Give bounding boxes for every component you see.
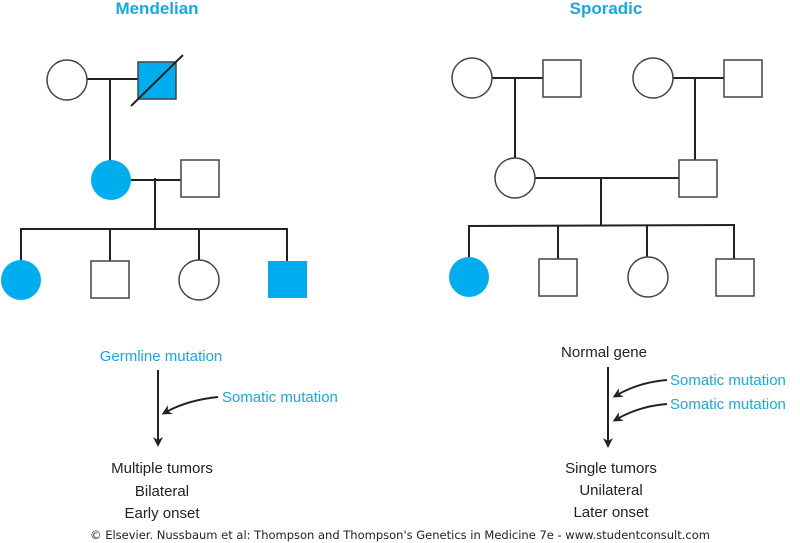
somatic-arrow — [161, 396, 219, 415]
female-unaffected — [451, 57, 493, 99]
copyright-footer: © Elsevier. Nussbaum et al: Thompson and… — [90, 528, 710, 542]
outcome-3: Later onset — [573, 504, 649, 521]
female-affected — [91, 160, 131, 200]
female-unaffected — [632, 57, 674, 99]
outcome-1: Single tumors — [565, 460, 657, 477]
outcome-2: Unilateral — [579, 482, 642, 499]
female-unaffected — [46, 59, 88, 101]
mendelian-title: Mendelian — [115, 0, 198, 18]
female-unaffected — [494, 157, 536, 199]
deceased-slash — [130, 54, 184, 107]
male-unaffected — [90, 260, 130, 299]
male-unaffected — [538, 258, 578, 297]
sporadic-title: Sporadic — [570, 0, 643, 18]
male-unaffected — [715, 258, 755, 297]
somatic-arrow-1 — [612, 379, 668, 398]
somatic-mutation-label-2: Somatic mutation — [670, 396, 786, 413]
male-unaffected — [180, 159, 220, 198]
germline-mutation-label: Germline mutation — [100, 348, 223, 365]
sibship-line — [467, 224, 736, 227]
outcome-2: Bilateral — [135, 483, 189, 500]
somatic-arrow-2 — [612, 403, 668, 422]
male-unaffected — [723, 59, 763, 98]
female-affected — [1, 260, 41, 300]
mendelian-panel: Mendelian Germline mutation Somatic muta… — [1, 0, 338, 522]
male-unaffected — [678, 159, 718, 198]
male-affected — [268, 261, 307, 298]
normal-gene-label: Normal gene — [561, 344, 647, 361]
outcome-3: Early onset — [124, 505, 200, 522]
outcome-1: Multiple tumors — [111, 460, 213, 477]
female-unaffected — [178, 259, 220, 301]
sporadic-panel: Sporadic Normal gene Somatic mutation — [449, 0, 786, 521]
male-unaffected — [542, 59, 582, 98]
female-unaffected — [627, 256, 669, 298]
female-affected — [449, 257, 489, 297]
somatic-mutation-label: Somatic mutation — [222, 389, 338, 406]
somatic-mutation-label-1: Somatic mutation — [670, 372, 786, 389]
